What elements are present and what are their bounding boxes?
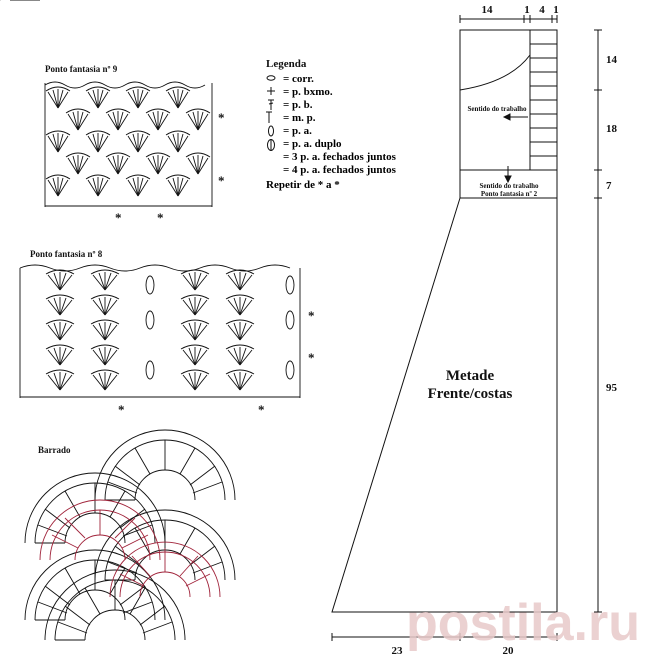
dim-top-4: 1 (553, 4, 559, 16)
border-highlight-fans (39, 499, 221, 598)
pattern8-star-2: * (308, 350, 315, 365)
legend-text: = corr. = p. bxmo. = p. b. = m. p. = p. … (266, 73, 397, 191)
dim-right-2: 18 (606, 123, 618, 135)
pattern9-star-1: * (218, 110, 225, 125)
legend-item-chain: = corr. (283, 73, 314, 85)
garment-schematic (331, 15, 602, 641)
work-direction-label: Sentido do trabalho (467, 105, 527, 113)
band-label-1: Sentido do trabalho (479, 182, 539, 190)
legend-item-double: = p. b. (283, 99, 313, 111)
pattern8-star-4: * (258, 402, 265, 417)
dim-bottom-1: 23 (392, 645, 404, 657)
pattern8-star-3: * (118, 402, 125, 417)
border-title: Barrado (38, 445, 71, 455)
single-crochet-icon (267, 87, 275, 95)
double-puff-icon (267, 139, 275, 151)
legend-item-4-closed: = 4 p. a. fechados juntos (283, 164, 397, 176)
pattern9-title: Ponto fantasia nº 9 (45, 64, 118, 74)
dim-right-4: 95 (606, 382, 618, 394)
legend-title: Legenda (266, 58, 307, 70)
dim-bottom-2: 20 (503, 645, 515, 657)
pattern9-star-4: * (157, 210, 164, 225)
pattern9-star-2: * (218, 173, 225, 188)
border-chart (0, 0, 236, 641)
legend-repeat: Repetir de * a * (266, 179, 340, 191)
piece-title-2: Frente/costas (428, 386, 513, 402)
double-crochet-icon (268, 99, 274, 110)
pattern8-title: Ponto fantasia nº 8 (30, 249, 103, 259)
schematic-labels: 14 1 4 1 14 18 7 95 23 20 Sentido do tra… (392, 4, 618, 657)
legend-item-3-closed: = 3 p. a. fechados juntos (283, 151, 397, 163)
skirt-panel (331, 197, 558, 613)
chain-icon (266, 75, 276, 81)
puff-icon (268, 125, 274, 137)
pattern9-star-3: * (115, 210, 122, 225)
band-label-2: Ponto fantasia nº 2 (481, 190, 538, 198)
legend-item-half: = m. p. (283, 112, 316, 124)
neck-curve (459, 29, 531, 91)
dim-top-1: 14 (482, 4, 494, 16)
half-double-icon (266, 111, 272, 123)
piece-title-1: Metade (446, 368, 495, 384)
legend-item-double-puff: = p. a. duplo (283, 138, 342, 150)
dim-right-1: 14 (606, 54, 618, 66)
dim-top-3: 4 (539, 4, 545, 16)
dim-right-3: 7 (606, 180, 612, 192)
legend-item-puff: = p. a. (283, 125, 312, 137)
watermark: postila.ru (406, 594, 640, 652)
pattern8-chart (0, 0, 301, 398)
dim-top-2: 1 (524, 4, 530, 16)
pattern8-star-1: * (308, 308, 315, 323)
legend-symbols (266, 75, 276, 151)
pattern9-chart (0, 0, 213, 207)
legend-item-single: = p. bxmo. (283, 86, 333, 98)
